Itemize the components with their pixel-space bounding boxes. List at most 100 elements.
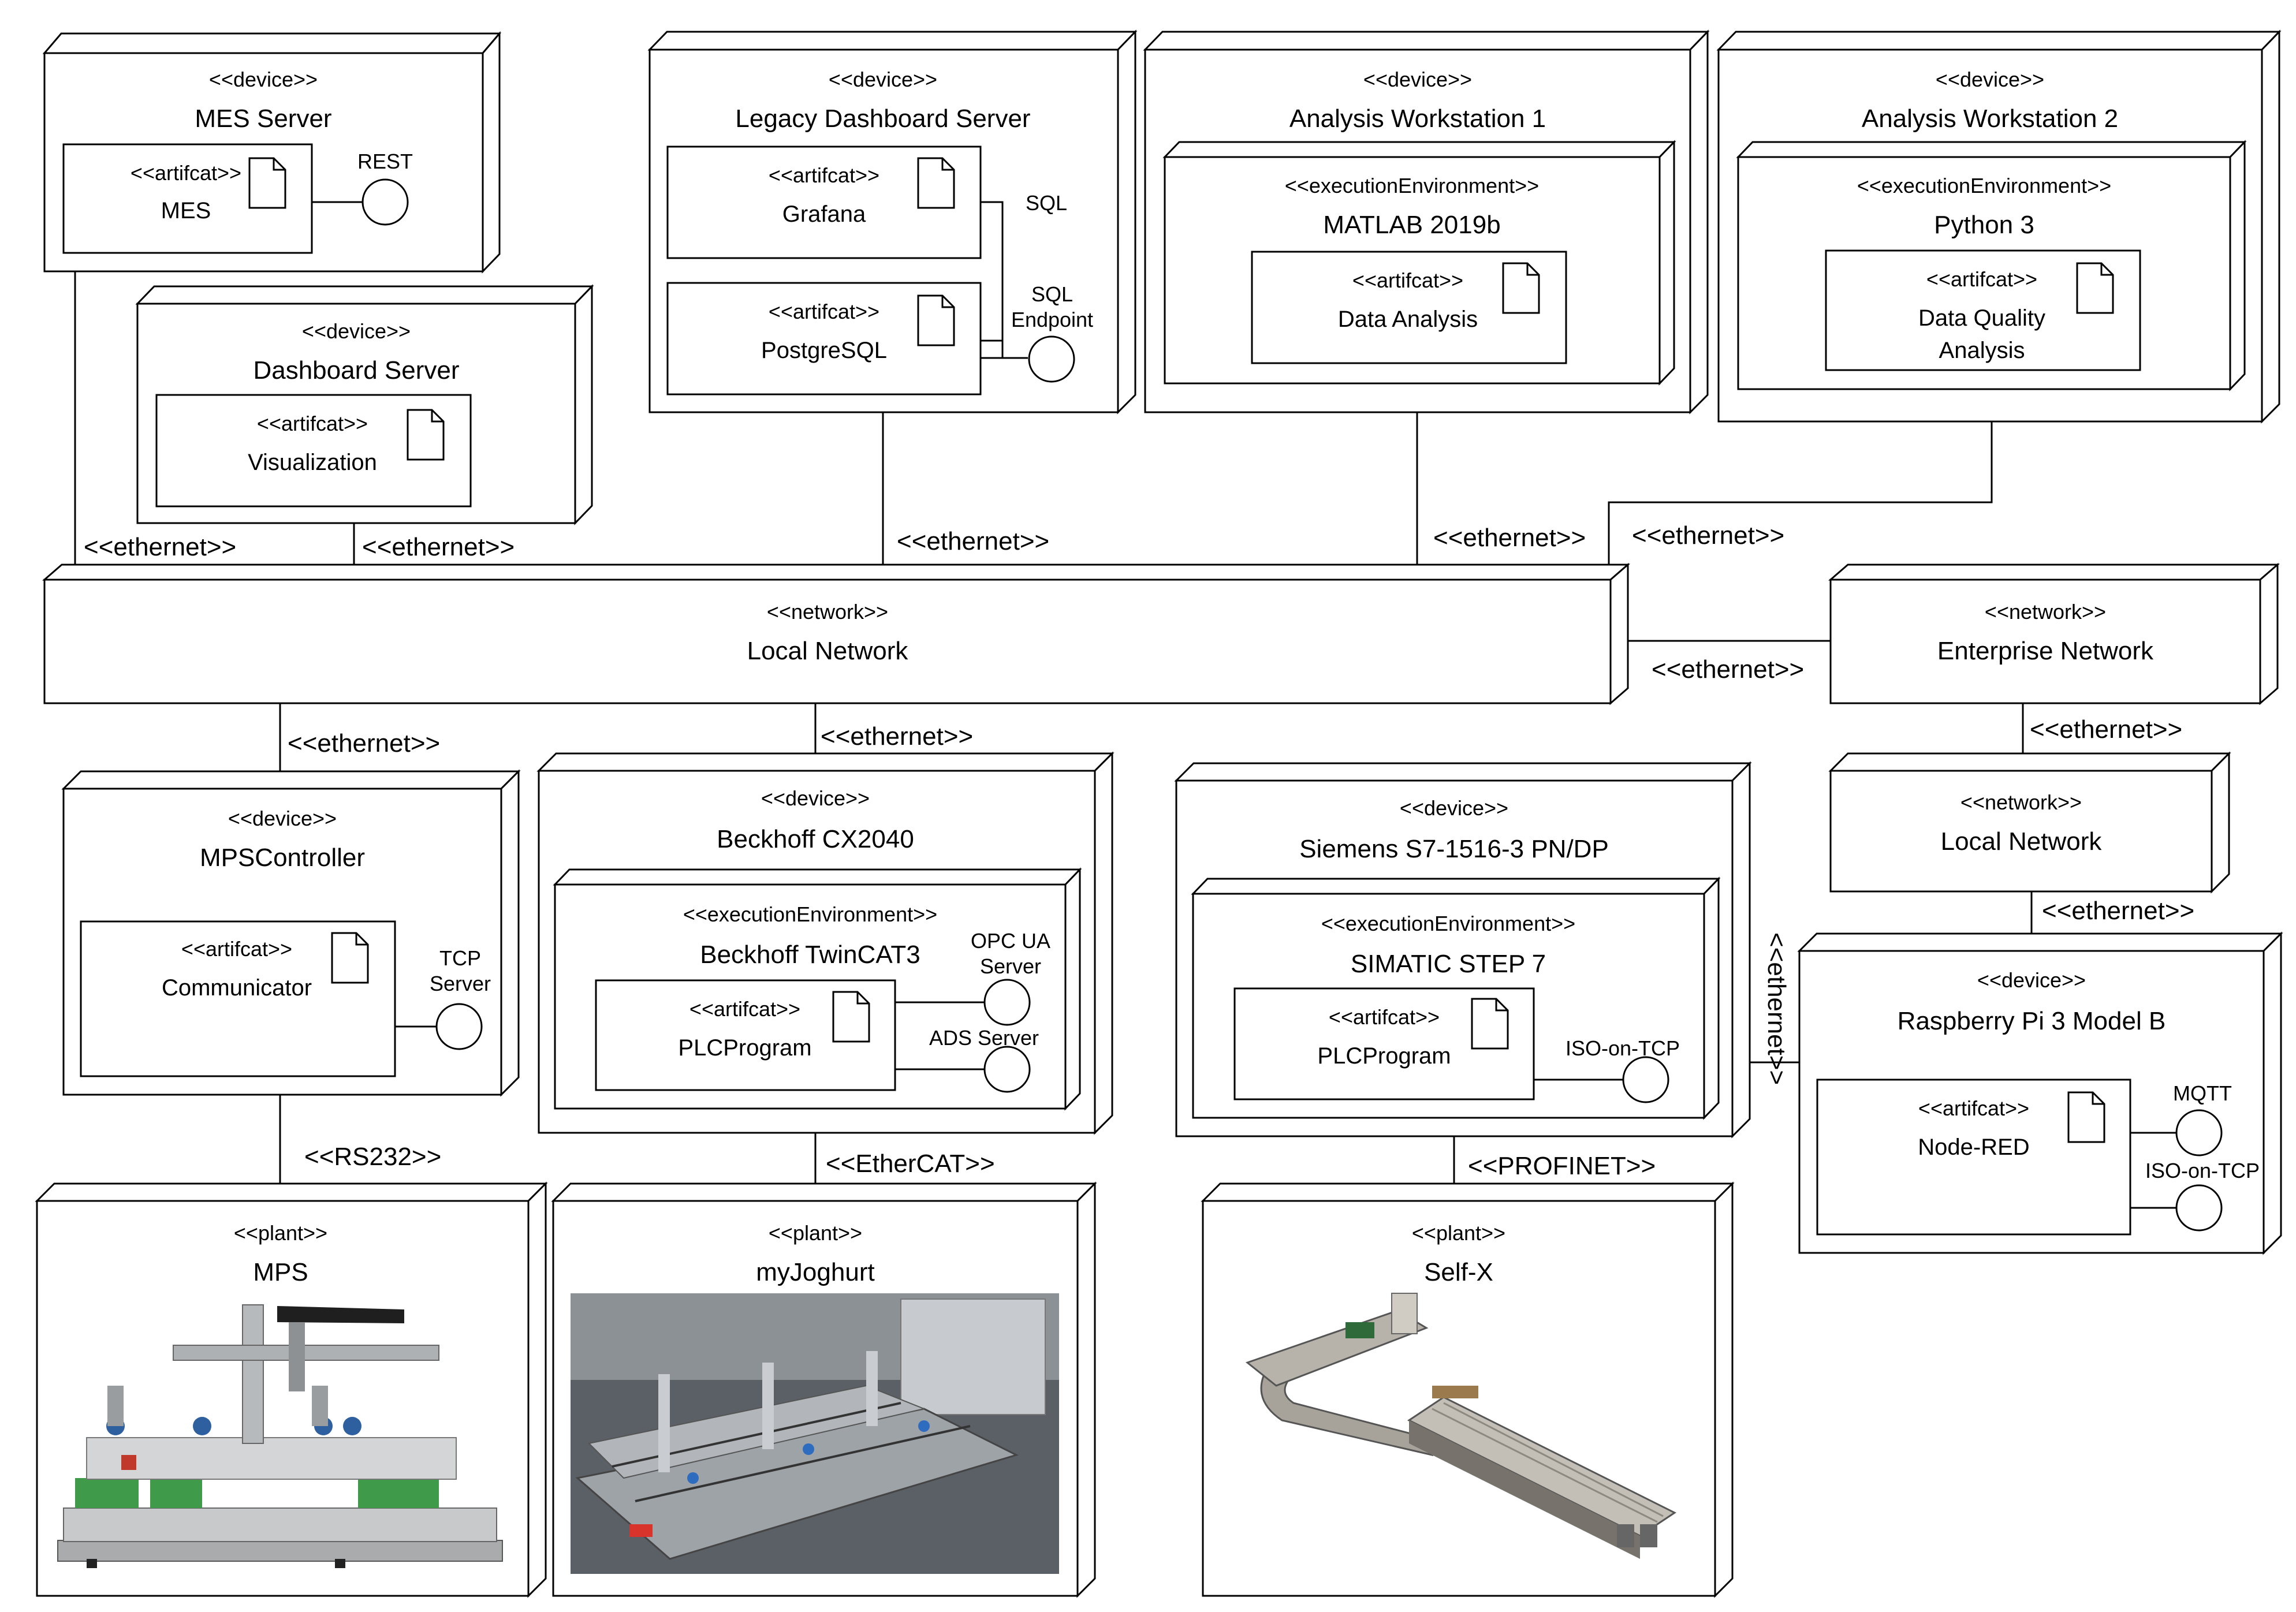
port-label-line1: OPC UA	[971, 929, 1050, 953]
artifact-stereotype: <<artifcat>>	[769, 300, 879, 323]
mps-station-photo	[57, 1304, 503, 1568]
connection-label: <<ethernet>>	[1632, 521, 1784, 550]
port-sql-endpoint[interactable]: SQL Endpoint	[981, 282, 1093, 383]
port-label: ISO-on-TCP	[1566, 1036, 1680, 1060]
port-mqtt[interactable]: MQTT	[2130, 1081, 2232, 1156]
artifact-title-line1: Data Quality	[1918, 305, 2045, 331]
connection-label: <<ethernet>>	[2030, 715, 2182, 744]
node-stereotype: <<network>>	[1960, 790, 2082, 814]
connection-label: <<PROFINET>>	[1468, 1152, 1656, 1180]
port-sql[interactable]: SQL	[981, 191, 1067, 342]
env-title: Beckhoff TwinCAT3	[700, 941, 920, 969]
env-title: SIMATIC STEP 7	[1351, 950, 1546, 978]
connection-label: <<ethernet>>	[1433, 524, 1586, 552]
artifact-plcprogram-siemens[interactable]: <<artifcat>> PLCProgram	[1233, 987, 1535, 1100]
artifact-title: Visualization	[248, 450, 377, 475]
artifact-node-red[interactable]: <<artifcat>> Node-RED	[1816, 1079, 2131, 1236]
artifact-stereotype: <<artifcat>>	[1352, 268, 1463, 292]
artifact-postgresql[interactable]: <<artifcat>> PostgreSQL	[666, 282, 982, 395]
port-rest[interactable]: REST	[312, 150, 413, 226]
node-local-network[interactable]: <<network>> Local Network	[42, 562, 1631, 706]
artifact-communicator[interactable]: <<artifcat>> Communicator	[80, 920, 396, 1077]
myjoghurt-plant-photo	[571, 1293, 1059, 1574]
node-title: Beckhoff CX2040	[717, 825, 914, 853]
node-title: Analysis Workstation 2	[1862, 105, 2118, 133]
port-label-line1: SQL	[1031, 282, 1073, 306]
node-stereotype: <<device>>	[1977, 968, 2086, 992]
node-title: Local Network	[747, 637, 909, 665]
document-icon	[832, 991, 870, 1043]
node-enterprise-network[interactable]: <<network>> Enterprise Network	[1828, 562, 2280, 706]
port-ads-server[interactable]: ADS Server	[895, 1026, 1039, 1093]
artifact-stereotype: <<artifcat>>	[181, 937, 292, 961]
node-title: Analysis Workstation 1	[1289, 105, 1546, 133]
port-opcua-server[interactable]: OPC UA Server	[895, 929, 1050, 1026]
node-title: Siemens S7-1516-3 PN/DP	[1299, 835, 1609, 863]
artifact-stereotype: <<artifcat>>	[769, 163, 879, 187]
connection-label: <<ethernet>>	[288, 729, 440, 758]
artifact-mes[interactable]: <<artifcat>> MES	[62, 143, 313, 254]
artifact-stereotype: <<artifcat>>	[1918, 1096, 2029, 1120]
artifact-title: Communicator	[162, 975, 312, 1001]
node-stereotype: <<plant>>	[769, 1221, 862, 1245]
node-title: Dashboard Server	[253, 356, 459, 385]
port-tcp-server[interactable]: TCP Server	[395, 946, 491, 1050]
node-title: Enterprise Network	[1937, 637, 2154, 665]
connection-label: <<ethernet>>	[2042, 897, 2194, 925]
artifact-title: MES	[161, 198, 211, 223]
port-label: ADS Server	[929, 1026, 1039, 1050]
node-stereotype: <<plant>>	[234, 1221, 327, 1245]
artifact-plcprogram-beckhoff[interactable]: <<artifcat>> PLCProgram	[595, 979, 896, 1091]
connection-label: <<ethernet>>	[84, 533, 236, 561]
connection-label: <<ethernet>>	[897, 527, 1049, 555]
document-icon	[1502, 262, 1540, 314]
connection-label: <<ethernet>>	[821, 722, 973, 751]
node-stereotype: <<device>>	[228, 807, 337, 830]
artifact-data-analysis[interactable]: <<artifcat>> Data Analysis	[1251, 251, 1567, 364]
node-stereotype: <<device>>	[829, 68, 937, 91]
document-icon	[2067, 1091, 2105, 1143]
node-title: MPSController	[200, 844, 365, 872]
node-stereotype: <<device>>	[209, 68, 318, 91]
port-iso-on-tcp-siemens[interactable]: ISO-on-TCP	[1534, 1036, 1680, 1103]
artifact-title: PLCProgram	[678, 1035, 811, 1061]
port-label: ISO-on-TCP	[2145, 1159, 2260, 1182]
node-stereotype: <<device>>	[1936, 68, 2044, 91]
document-icon	[917, 157, 955, 209]
node-title: Local Network	[1941, 827, 2103, 856]
node-stereotype: <<device>>	[302, 319, 411, 343]
artifact-title: Grafana	[782, 201, 866, 227]
port-label-line1: TCP	[439, 946, 481, 970]
document-icon	[917, 294, 955, 346]
port-label-line2: Server	[980, 954, 1041, 978]
port-label-line2: Server	[430, 972, 491, 995]
env-stereotype: <<executionEnvironment>>	[683, 902, 937, 926]
connection-labels: <<ethernet>> <<ethernet>> <<ethernet>> <…	[84, 521, 2194, 1180]
connection-lines	[74, 271, 2033, 1184]
port-label: REST	[357, 150, 413, 173]
connection-label: <<ethernet>>	[1762, 932, 1791, 1085]
artifact-title: Node-RED	[1918, 1135, 2029, 1160]
node-title: Raspberry Pi 3 Model B	[1898, 1007, 2166, 1035]
port-iso-on-tcp-rpi[interactable]: ISO-on-TCP	[2130, 1159, 2260, 1232]
document-icon	[331, 932, 369, 984]
node-stereotype: <<device>>	[1363, 68, 1472, 91]
document-icon	[407, 409, 445, 461]
port-label: SQL	[1026, 191, 1067, 215]
node-stereotype: <<network>>	[767, 600, 888, 624]
artifact-visualization[interactable]: <<artifcat>> Visualization	[155, 394, 472, 508]
env-stereotype: <<executionEnvironment>>	[1321, 912, 1575, 935]
artifact-stereotype: <<artifcat>>	[257, 412, 368, 435]
artifact-title: PostgreSQL	[761, 338, 887, 363]
port-label-line2: Endpoint	[1011, 308, 1093, 331]
artifact-grafana[interactable]: <<artifcat>> Grafana	[666, 145, 982, 259]
env-stereotype: <<executionEnvironment>>	[1285, 174, 1539, 197]
env-title: Python 3	[1934, 211, 2034, 239]
node-title: MES Server	[195, 105, 331, 133]
artifact-stereotype: <<artifcat>>	[1926, 267, 2037, 291]
connection-label: <<ethernet>>	[1652, 655, 1804, 684]
artifact-title: PLCProgram	[1317, 1043, 1451, 1069]
artifact-data-quality-analysis[interactable]: <<artifcat>> Data Quality Analysis	[1825, 249, 2141, 371]
node-local-network-rpi[interactable]: <<network>> Local Network	[1828, 751, 2231, 894]
